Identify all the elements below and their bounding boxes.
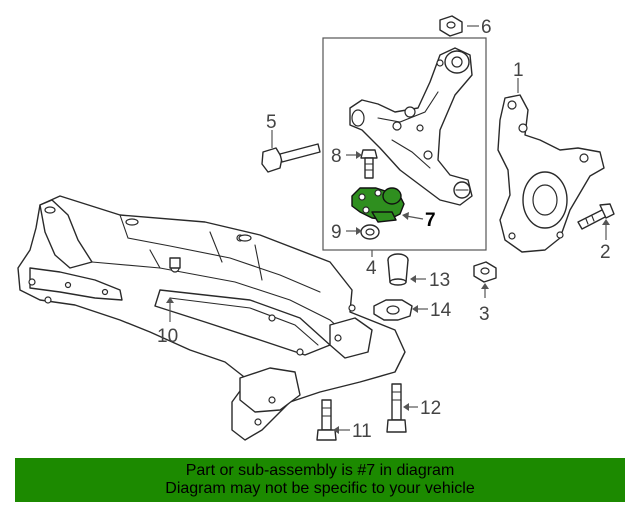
callout-9: 9	[331, 222, 342, 243]
callout-13: 13	[429, 270, 450, 291]
callout-5: 5	[266, 112, 277, 133]
leader-lines	[166, 25, 610, 434]
callout-6: 6	[481, 17, 492, 38]
callout-10: 10	[157, 326, 178, 347]
bolt-part-11[interactable]	[316, 399, 337, 441]
nut-part-3[interactable]	[473, 261, 497, 283]
nut-part-6[interactable]	[439, 15, 463, 37]
callout-8: 8	[331, 146, 342, 167]
diagram-notice-banner: Part or sub-assembly is #7 in diagram Di…	[15, 458, 625, 502]
lower-control-arm[interactable]	[349, 47, 473, 206]
detail-inset-frame	[322, 37, 487, 251]
washer-part-9[interactable]	[360, 224, 380, 240]
bracket-part-14[interactable]	[373, 299, 413, 321]
subframe-crossmember[interactable]	[17, 195, 406, 441]
ball-joint-part-7[interactable]	[351, 187, 405, 223]
callout-12: 12	[420, 398, 441, 419]
bushing-part-13[interactable]	[387, 253, 409, 286]
bolt-part-8[interactable]	[360, 149, 378, 179]
callout-11: 11	[352, 421, 372, 442]
callout-4: 4	[366, 258, 377, 279]
callout-labels: 1 2 3 4 5 6 7 8 9 10 11 12 13 14	[157, 17, 611, 442]
callout-3: 3	[479, 304, 490, 325]
callout-1: 1	[513, 60, 524, 81]
banner-line-2: Diagram may not be specific to your vehi…	[165, 480, 475, 497]
callout-14: 14	[430, 300, 452, 321]
banner-line-1: Part or sub-assembly is #7 in diagram	[185, 462, 455, 479]
bolt-part-12[interactable]	[386, 383, 407, 433]
callout-7: 7	[425, 210, 436, 231]
bolt-part-5[interactable]	[261, 143, 321, 173]
steering-knuckle[interactable]	[497, 94, 605, 253]
bolt-part-2[interactable]	[577, 203, 615, 230]
callout-2: 2	[600, 242, 611, 263]
